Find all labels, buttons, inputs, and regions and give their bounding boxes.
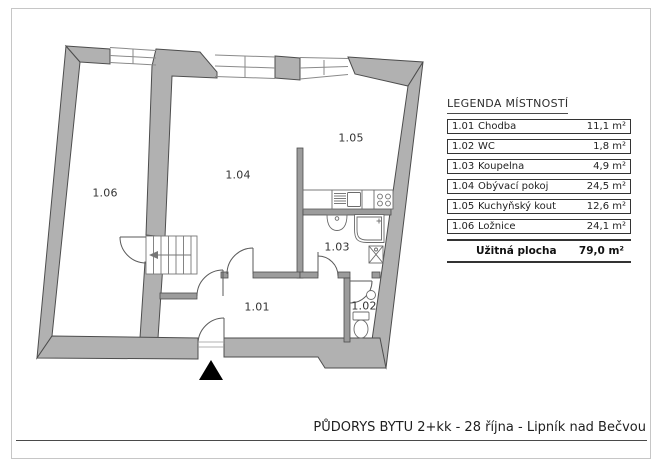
legend-row: 1.05 Kuchyňský kout 12,6 m²: [447, 199, 631, 214]
room-area: 4,9 m²: [593, 161, 626, 172]
room-name: Chodba: [478, 121, 517, 132]
bathroom-fixtures: [326, 214, 385, 264]
legend-total-row: Užitná plocha 79,0 m²: [447, 239, 631, 263]
room-name: Kuchyňský kout: [478, 201, 557, 212]
window-icon: [214, 54, 276, 79]
room-label-1-05: 1.05: [338, 131, 364, 145]
door-wc-icon: [349, 280, 373, 304]
wc-sink-icon: [366, 290, 376, 300]
legend-row: 1.03 Koupelna 4,9 m²: [447, 159, 631, 174]
room-area: 24,1 m²: [586, 221, 626, 232]
room-code: 1.01: [452, 121, 475, 132]
entrance-arrow-icon: [199, 360, 223, 380]
legend-row: 1.02 WC 1,8 m²: [447, 139, 631, 154]
kitchen-counter: [302, 189, 394, 210]
room-label-1-04: 1.04: [225, 168, 251, 182]
floor-plan: [36, 44, 424, 380]
window-icon: [299, 57, 349, 80]
room-area: 12,6 m²: [586, 201, 626, 212]
room-label-1-06: 1.06: [92, 186, 118, 200]
room-name: Koupelna: [478, 161, 525, 172]
room-area: 24,5 m²: [586, 181, 626, 192]
washing-machine-icon: [368, 245, 384, 264]
windows: [109, 47, 349, 80]
staircase: [145, 235, 198, 275]
window-icon: [109, 47, 157, 66]
total-label: Užitná plocha: [476, 245, 557, 257]
door-entrance-icon: [197, 317, 225, 348]
room-legend: LEGENDA MÍSTNOSTÍ 1.01 Chodba 11,1 m² 1.…: [447, 92, 631, 263]
room-code: 1.02: [452, 141, 475, 152]
room-area: 11,1 m²: [586, 121, 626, 132]
door-bedroom-icon: [119, 236, 147, 264]
wall-north-tee-and-divider: [145, 48, 218, 238]
wall-west: [36, 44, 81, 360]
bathroom-sink-icon: [326, 214, 348, 231]
title-divider-line: [16, 440, 647, 441]
wc-fixtures: [352, 290, 376, 339]
total-area: 79,0 m²: [578, 245, 624, 257]
door-livingroom-icon: [226, 247, 254, 275]
wall-north-left: [64, 45, 111, 65]
toilet-icon: [352, 311, 370, 339]
room-label-1-02: 1.02: [351, 299, 377, 313]
wall-north-pier: [274, 55, 301, 81]
room-name: Ložnice: [478, 221, 516, 232]
stove-icon: [377, 193, 391, 207]
room-code: 1.06: [452, 221, 475, 232]
stair-direction-arrow-icon: [149, 251, 158, 259]
legend-row: 1.01 Chodba 11,1 m²: [447, 119, 631, 134]
legend-row: 1.04 Obývací pokoj 24,5 m²: [447, 179, 631, 194]
room-area: 1,8 m²: [593, 141, 626, 152]
wall-south-right: [223, 337, 387, 369]
room-name: WC: [478, 141, 495, 152]
room-label-1-03: 1.03: [324, 240, 350, 254]
drawing-title: PŮDORYS BYTU 2+kk - 28 října - Lipník na…: [313, 420, 646, 435]
room-code: 1.03: [452, 161, 475, 172]
sink-faucet-icon: [334, 216, 340, 221]
door-arcs: [119, 236, 373, 348]
wall-south-left: [36, 335, 199, 360]
legend-title: LEGENDA MÍSTNOSTÍ: [447, 97, 569, 114]
room-label-1-01: 1.01: [244, 300, 270, 314]
door-bathroom-icon: [317, 252, 339, 277]
kitchen-sink-icon: [347, 192, 361, 207]
room-name: Obývací pokoj: [478, 181, 549, 192]
interior-walls: [159, 147, 392, 343]
room-code: 1.04: [452, 181, 475, 192]
dish-drainer-icon: [334, 193, 346, 204]
legend-row: 1.06 Ložnice 24,1 m²: [447, 219, 631, 234]
shower-icon: [354, 214, 385, 243]
exterior-walls: [36, 44, 424, 370]
room-code: 1.05: [452, 201, 475, 212]
door-stairs-hall-icon: [196, 269, 224, 297]
